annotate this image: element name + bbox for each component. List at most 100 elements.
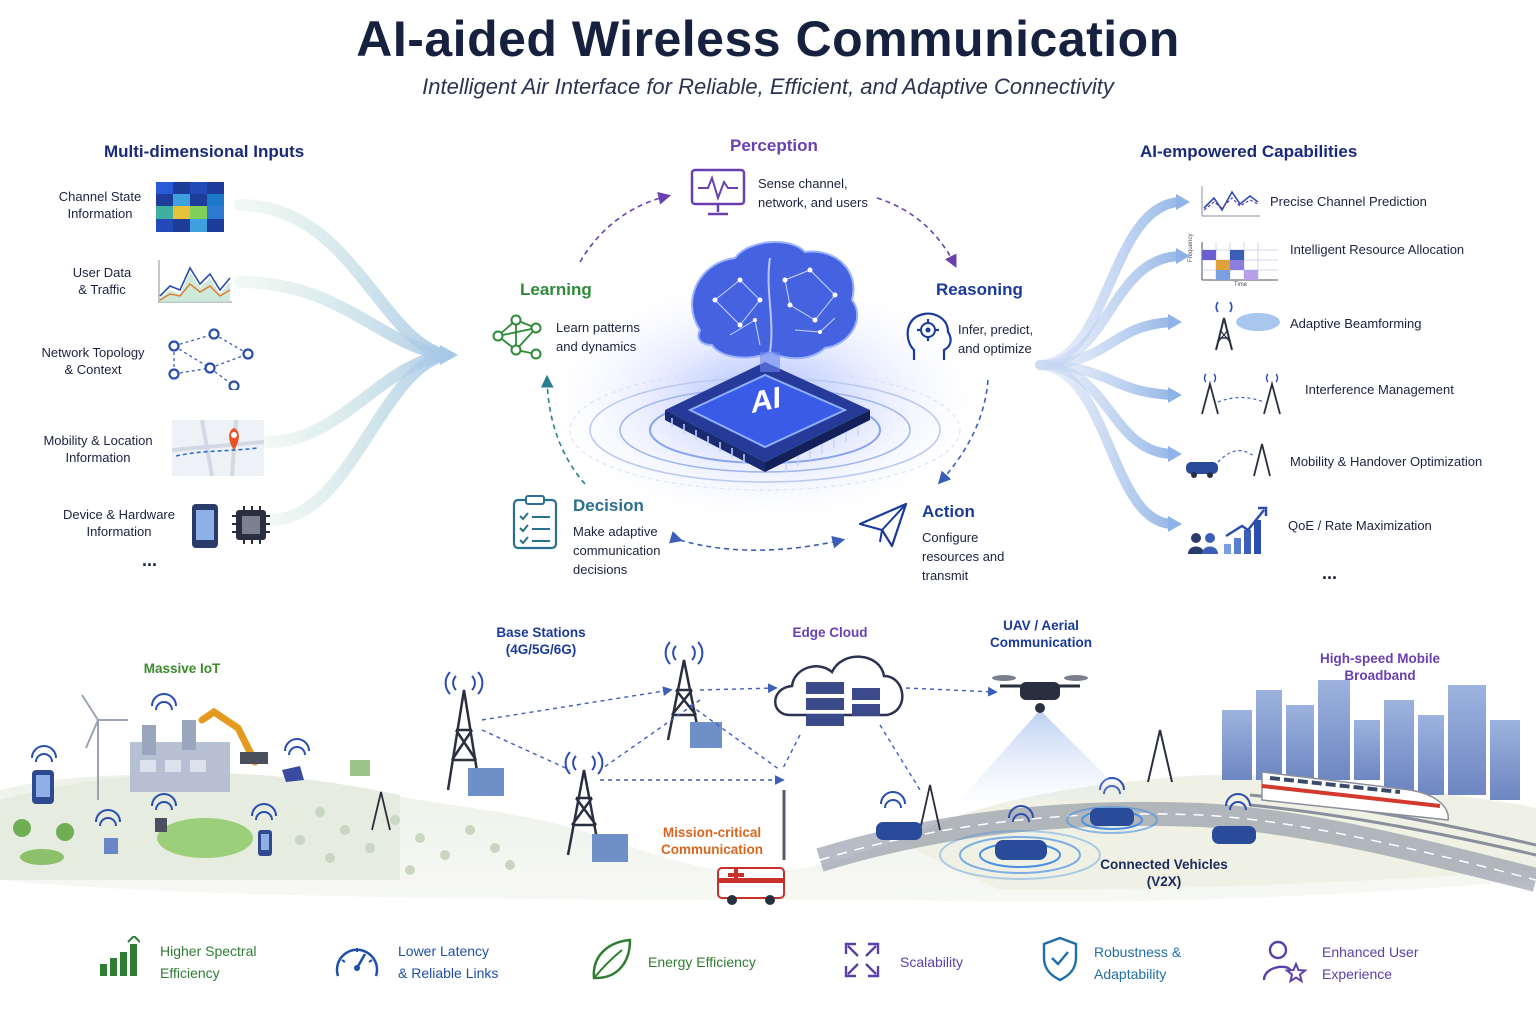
benefit-line: Energy Efficiency (648, 954, 756, 970)
drone-icon (992, 675, 1088, 713)
learning-desc-line: and dynamics (556, 339, 637, 354)
benefit-spectral-efficiency: Higher Spectral Efficiency (160, 940, 257, 984)
scenario-edge-cloud: Edge Cloud (792, 625, 868, 640)
inputs-more: ... (142, 550, 158, 570)
resource-grid-icon (1201, 242, 1278, 281)
learning-desc: Learn patterns and dynamics (556, 318, 640, 356)
tower-wave-icons (444, 641, 704, 775)
robot-arm-icon (198, 707, 259, 766)
grid-axis-x-label: Time (1234, 282, 1248, 288)
reasoning-title: Reasoning (936, 280, 1023, 299)
capabilities-more: ... (1322, 563, 1338, 583)
scenario-label-line: (V2X) (1146, 874, 1182, 889)
input-flow-ribbons (234, 199, 451, 526)
capability-beamforming: Adaptive Beamforming (1290, 316, 1422, 331)
train-icon (1261, 771, 1449, 821)
input-label-line: Network Topology (41, 345, 145, 360)
action-desc: Configure resources and transmit (922, 528, 1004, 585)
user-star-icon (1262, 940, 1308, 984)
page-subtitle: Intelligent Air Interface for Reliable, … (422, 74, 1114, 99)
interference-towers-icon (1201, 373, 1281, 415)
arrow-learning-to-perception (579, 191, 672, 263)
action-desc-line: resources and (922, 549, 1005, 564)
ambulance-icon (717, 867, 785, 905)
scenario-v2x: Connected Vehicles (V2X) (1094, 856, 1234, 890)
paper-plane-icon (858, 502, 908, 548)
benefit-latency: Lower Latency & Reliable Links (398, 940, 498, 984)
scenario-high-speed-mobile: High-speed Mobile Broadband (1308, 650, 1452, 684)
input-flow-arrowhead (440, 345, 458, 365)
edge-cloud-icon (774, 655, 904, 726)
benefit-scalability: Scalability (900, 951, 963, 973)
reasoning-desc-line: Infer, predict, (958, 322, 1034, 337)
inputs-heading: Multi-dimensional Inputs (104, 142, 305, 161)
benefit-robustness: Robustness & Adaptability (1094, 941, 1181, 985)
capability-channel-prediction: Precise Channel Prediction (1270, 194, 1427, 209)
perception-desc: Sense channel, network, and users (758, 174, 868, 212)
head-gear-icon (906, 312, 952, 360)
input-label-topology: Network Topology & Context (32, 344, 154, 378)
robot-base (240, 752, 268, 764)
beamforming-icon (1215, 301, 1280, 351)
traffic-chart-icon (158, 260, 232, 303)
action-desc-line: transmit (922, 568, 969, 583)
scenario-mission-critical: Mission-critical Communication (652, 824, 772, 858)
benefit-line: Experience (1322, 966, 1393, 982)
tower-cabinets (468, 722, 722, 862)
ai-chip (665, 362, 870, 472)
benefit-line: Adaptability (1094, 966, 1167, 982)
capability-interference: Interference Management (1305, 382, 1454, 397)
action-desc-line: Configure (922, 530, 979, 545)
chip-small-icon (232, 506, 270, 544)
handover-icon (1186, 443, 1271, 478)
decision-desc-line: communication (573, 543, 661, 558)
scenario-label-line: (4G/5G/6G) (505, 642, 577, 657)
leaf-icon (592, 938, 632, 980)
qoe-users-chart-icon (1188, 506, 1268, 554)
benefit-line: Enhanced User (1322, 944, 1419, 960)
decision-desc-line: decisions (573, 562, 628, 577)
capabilities-heading: AI-empowered Capabilities (1140, 142, 1358, 161)
decision-title: Decision (573, 496, 644, 515)
neural-network-icon (492, 314, 542, 360)
expand-arrows-icon (844, 942, 880, 978)
checklist-icon (512, 495, 558, 550)
input-label-line: & Traffic (78, 282, 126, 297)
scenario-massive-iot: Massive IoT (143, 661, 221, 676)
iot-devices (32, 760, 370, 856)
learning-desc-line: Learn patterns (556, 320, 640, 335)
factory-icon (130, 720, 230, 792)
map-pin-icon (172, 420, 264, 476)
benefit-line: Lower Latency (398, 943, 490, 959)
benefit-line: Higher Spectral (160, 943, 257, 959)
scenario-label-line: Mission-critical (662, 825, 762, 840)
capability-mobility-handover: Mobility & Handover Optimization (1290, 454, 1483, 469)
cycle-arrows (540, 191, 989, 551)
input-label-line: Device & Hardware (63, 507, 175, 522)
input-label-traffic: User Data & Traffic (52, 264, 152, 298)
network-graph-icon (168, 328, 254, 390)
bar-chart-icon (100, 936, 140, 976)
scenario-label-line: Broadband (1344, 668, 1416, 683)
benefit-user-experience: Enhanced User Experience (1322, 941, 1419, 985)
base-station-towers (371, 659, 1173, 860)
input-label-line: Channel State (58, 189, 142, 204)
car-icons (876, 808, 1256, 860)
capability-flow-ribbons (1035, 197, 1185, 529)
ai-brain (691, 241, 859, 372)
input-label-csi: Channel State Information (50, 188, 150, 222)
benefit-line: & Reliable Links (398, 965, 499, 981)
perception-desc-line: Sense channel, (758, 176, 848, 191)
scenario-label-line: Base Stations (496, 625, 586, 640)
input-label-device: Device & Hardware Information (56, 506, 182, 540)
input-label-line: Information (65, 450, 131, 465)
scenario-label-line: Communication (660, 842, 763, 857)
input-label-line: & Context (64, 362, 122, 377)
benefit-line: Scalability (900, 954, 964, 970)
uav-beam (960, 710, 1130, 800)
capability-resource-allocation: Intelligent Resource Allocation (1290, 242, 1465, 257)
scenario-label-line: Connected Vehicles (1100, 857, 1228, 872)
network-links (481, 683, 998, 791)
arrow-decision-to-learning (540, 374, 586, 485)
